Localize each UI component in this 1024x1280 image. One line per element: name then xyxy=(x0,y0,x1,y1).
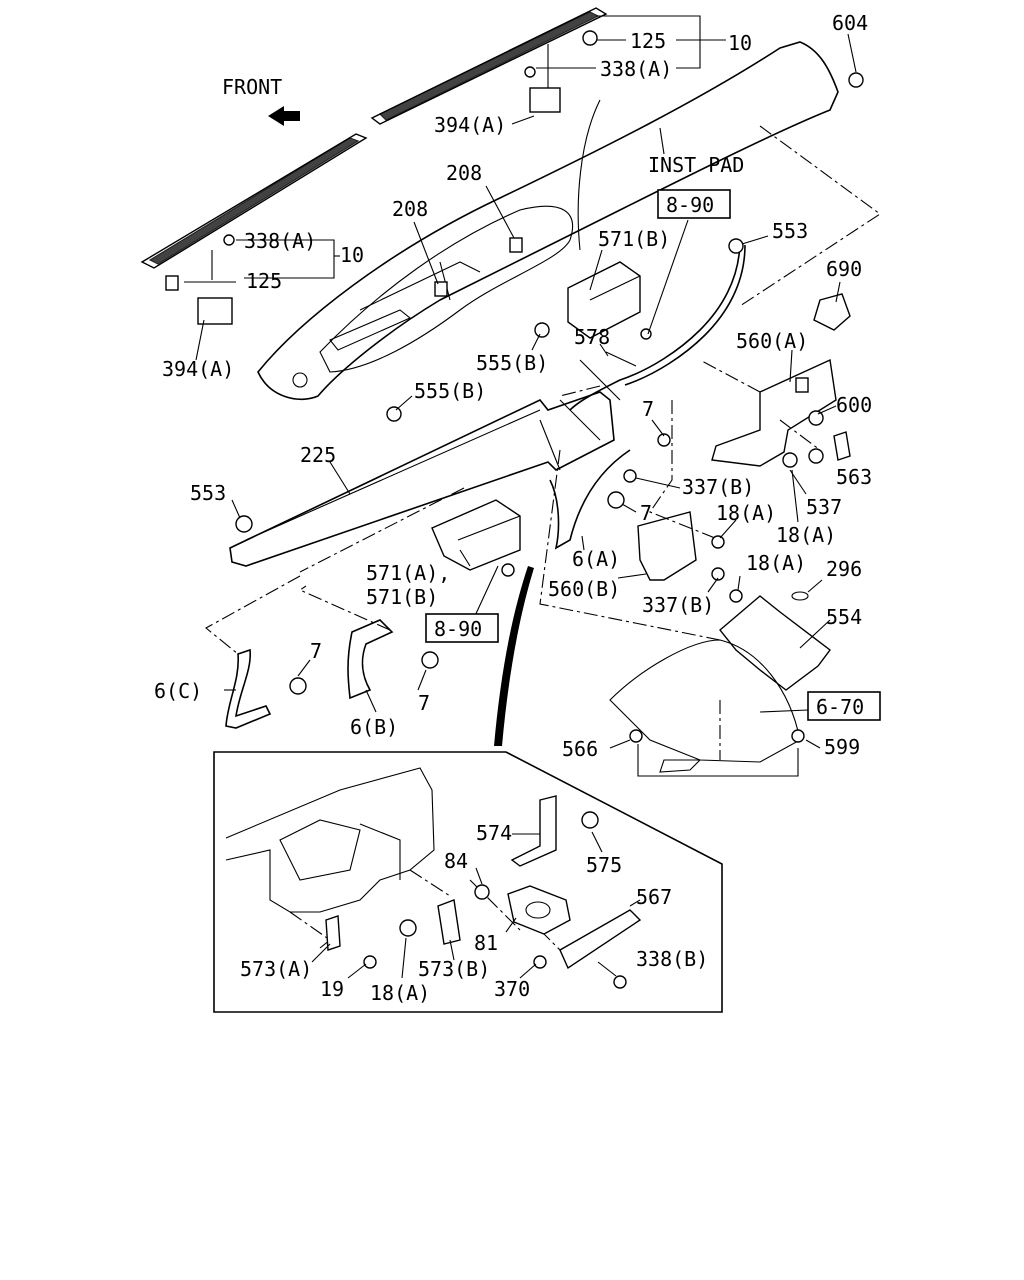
clip-563-icon xyxy=(833,431,851,461)
clip-208-b-icon xyxy=(509,237,523,253)
ref-box-8-90-top xyxy=(657,189,731,219)
detail-inset xyxy=(213,751,723,1013)
bracket-6b xyxy=(347,619,394,700)
label-555b-a: 555(B) xyxy=(476,351,548,375)
label-10-left: 10 xyxy=(340,243,364,267)
label-566: 566 xyxy=(562,737,598,761)
detail-callout-arrow xyxy=(494,566,534,746)
label-208-a: 208 xyxy=(392,197,428,221)
label-690: 690 xyxy=(826,257,862,281)
label-18a-d: 18(A) xyxy=(370,981,430,1005)
wiring-harness xyxy=(569,239,746,411)
sensor-690-icon xyxy=(813,293,851,331)
label-10-top: 10 xyxy=(728,31,752,55)
label-573b: 573(B) xyxy=(418,957,490,981)
label-337b-b: 337(B) xyxy=(642,593,714,617)
label-604: 604 xyxy=(832,11,868,35)
label-338b: 338(B) xyxy=(636,947,708,971)
label-338a-left: 338(A) xyxy=(244,229,316,253)
ref-8-90-mid: 8-90 xyxy=(434,617,482,641)
defroster-strip-left xyxy=(140,133,368,269)
label-18a-c: 18(A) xyxy=(746,551,806,575)
bracket-6a xyxy=(549,449,631,550)
assembly-lines xyxy=(205,125,881,760)
label-600: 600 xyxy=(836,393,872,417)
ref-box-8-90-mid xyxy=(425,613,499,643)
label-571b-mid: 571(B) xyxy=(366,585,438,609)
label-575: 575 xyxy=(586,853,622,877)
label-125-left: 125 xyxy=(246,269,282,293)
ref-8-90-top: 8-90 xyxy=(666,193,714,217)
label-560b: 560(B) xyxy=(548,577,620,601)
label-84: 84 xyxy=(444,849,468,873)
label-560a: 560(A) xyxy=(736,329,808,353)
ref-6-70: 6-70 xyxy=(816,695,864,719)
leader-lines xyxy=(184,15,857,777)
label-208-b: 208 xyxy=(446,161,482,185)
label-578: 578 xyxy=(574,325,610,349)
label-370: 370 xyxy=(494,977,530,1001)
label-6a: 6(A) xyxy=(572,547,620,571)
duct-571a-mid xyxy=(431,499,521,571)
label-567: 567 xyxy=(636,885,672,909)
label-inst-pad: INST PAD xyxy=(648,153,744,177)
front-arrow-icon xyxy=(268,106,300,126)
label-18a-a: 18(A) xyxy=(716,501,776,525)
bracket-560b xyxy=(637,511,697,581)
label-7-d: 7 xyxy=(418,691,430,715)
label-296: 296 xyxy=(826,557,862,581)
label-553-left: 553 xyxy=(190,481,226,505)
label-553-top: 553 xyxy=(772,219,808,243)
label-554: 554 xyxy=(826,605,862,629)
label-537: 537 xyxy=(806,495,842,519)
label-571a: 571(A), xyxy=(366,561,450,585)
label-81: 81 xyxy=(474,931,498,955)
label-555b-b: 555(B) xyxy=(414,379,486,403)
bracket-554 xyxy=(719,595,831,691)
label-225: 225 xyxy=(300,443,336,467)
label-394a-top: 394(A) xyxy=(434,113,506,137)
labels: 125 10 338(A) 394(A) 604 INST PAD 208 20… xyxy=(154,11,872,1005)
label-125-top: 125 xyxy=(630,29,666,53)
clip-208-a-icon xyxy=(434,281,448,297)
bracket-560a xyxy=(711,358,837,467)
label-6c: 6(C) xyxy=(154,679,202,703)
front-label: FRONT xyxy=(222,75,282,99)
defroster-strip-right xyxy=(370,7,608,125)
label-337b-a: 337(B) xyxy=(682,475,754,499)
label-563: 563 xyxy=(836,465,872,489)
label-394a-left: 394(A) xyxy=(162,357,234,381)
bracket-6c xyxy=(225,648,272,729)
label-574: 574 xyxy=(476,821,512,845)
cross-beam-225 xyxy=(229,359,621,567)
bolt-icons xyxy=(165,30,864,743)
label-338a-top: 338(A) xyxy=(600,57,672,81)
label-7-a: 7 xyxy=(642,397,654,421)
ref-box-6-70 xyxy=(807,691,881,721)
label-7-c: 7 xyxy=(310,639,322,663)
label-7-b: 7 xyxy=(640,501,652,525)
label-571b-top: 571(B) xyxy=(598,227,670,251)
duct-571b-top xyxy=(567,261,641,339)
label-6b: 6(B) xyxy=(350,715,398,739)
label-599: 599 xyxy=(824,735,860,759)
grommet-296-icon xyxy=(791,591,809,601)
label-19: 19 xyxy=(320,977,344,1001)
label-18a-b: 18(A) xyxy=(776,523,836,547)
label-573a: 573(A) xyxy=(240,957,312,981)
